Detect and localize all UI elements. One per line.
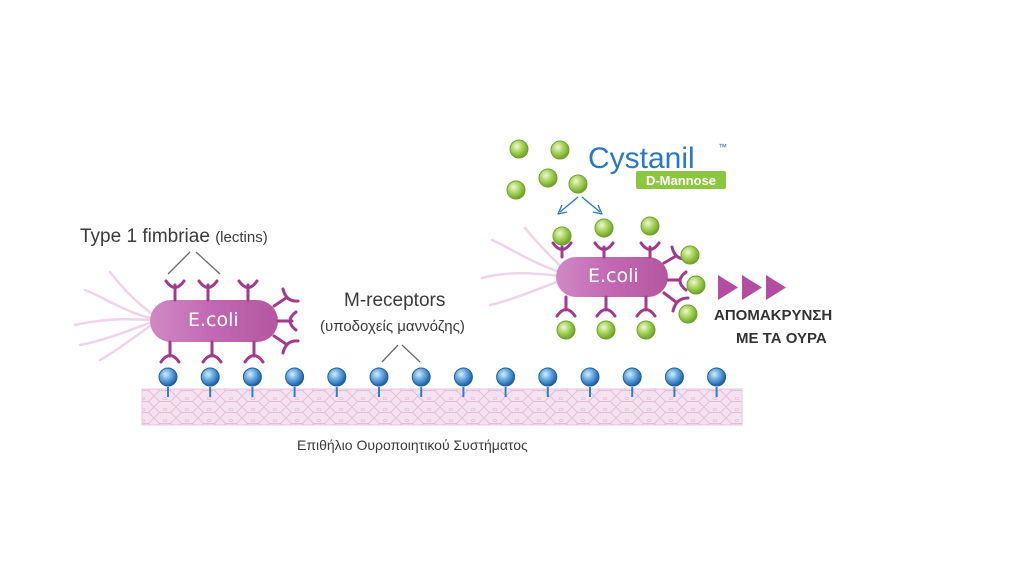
brand-trademark: ™ <box>718 142 727 152</box>
receptor-head <box>369 367 389 387</box>
fimbriae-left <box>159 279 300 364</box>
mannose-molecule <box>686 275 706 295</box>
receptor-head <box>327 367 347 387</box>
mannose-molecule <box>640 216 660 236</box>
removal-label-line1: ΑΠΟΜΑΚΡΥΝΣΗ <box>714 307 833 324</box>
receptor-head <box>496 367 516 387</box>
mannose-molecule <box>568 174 588 194</box>
arrow-3-icon <box>766 275 786 300</box>
receptors-note: (υποδοχείς μαννόζης) <box>320 318 465 335</box>
receptor-head <box>453 367 473 387</box>
brand-sub: D-Mannose <box>646 173 716 188</box>
fimbriae-label-note: (lectins) <box>215 229 268 246</box>
receptor-head <box>622 367 642 387</box>
fimbriae-label: Type 1 fimbriae (lectins) <box>80 226 268 248</box>
flagella-left <box>73 270 157 362</box>
mannose-molecule <box>596 320 616 340</box>
receptor-head <box>580 367 600 387</box>
fimbriae-right <box>551 241 690 318</box>
receptor-head <box>242 367 262 387</box>
mannose-molecule <box>550 140 570 160</box>
epithelium-layer <box>141 388 743 426</box>
mannose-molecule <box>636 320 656 340</box>
label-connectors <box>167 251 421 363</box>
mannose-molecule <box>552 226 572 246</box>
receptors-label: M-receptors <box>344 290 446 311</box>
brand-sub-box <box>636 171 726 189</box>
ecoli-left-label: E.coli <box>188 309 239 331</box>
mannose-receptors <box>158 367 727 397</box>
flagella-right <box>480 226 567 307</box>
receptor-head <box>538 367 558 387</box>
receptor-head <box>707 367 727 387</box>
arrow-1-icon <box>718 275 738 300</box>
mannose-molecule <box>680 245 700 265</box>
receptor-head <box>664 367 684 387</box>
ecoli-right <box>480 226 690 318</box>
d-mannose-molecules <box>506 139 706 340</box>
ecoli-left-body <box>150 300 278 342</box>
brand-logo: Cystanil ™ D-Mannose <box>588 142 727 189</box>
mannose-molecule <box>506 180 526 200</box>
binding-arrows <box>557 196 603 215</box>
mannose-molecule <box>594 218 614 238</box>
removal-arrows <box>718 275 786 300</box>
mannose-molecule <box>509 139 529 159</box>
arrow-2-icon <box>742 275 762 300</box>
fimbriae-label-main: Type 1 fimbriae <box>80 226 210 247</box>
epithelium-label: Επιθήλιο Ουροποιητικού Συστήματος <box>297 437 528 453</box>
receptor-head <box>200 367 220 387</box>
receptor-head <box>285 367 305 387</box>
mannose-molecule <box>678 304 698 324</box>
mannose-molecule <box>556 320 576 340</box>
receptor-head <box>411 367 431 387</box>
receptor-head <box>158 367 178 387</box>
ecoli-left <box>73 270 300 364</box>
mannose-molecule <box>538 168 558 188</box>
brand-name: Cystanil <box>588 142 695 175</box>
ecoli-right-label: E.coli <box>588 265 639 287</box>
ecoli-right-body <box>556 257 668 297</box>
removal-label-line2: ΜΕ ΤΑ ΟΥΡΑ <box>736 330 827 347</box>
